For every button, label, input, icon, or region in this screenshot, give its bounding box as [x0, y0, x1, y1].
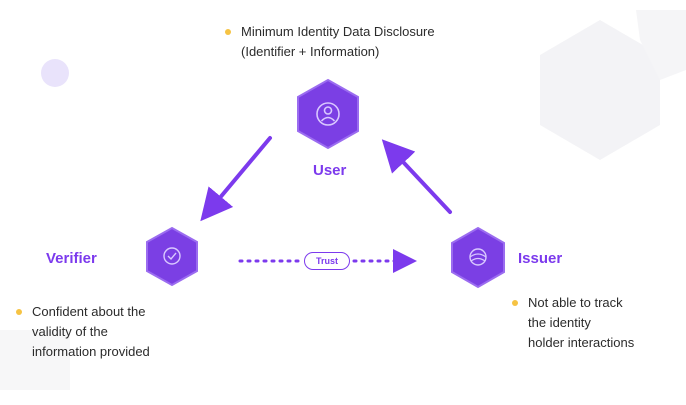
arrow-user-to-verifier: [200, 136, 272, 222]
verifier-label: Verifier: [46, 250, 97, 267]
issuer-label: Issuer: [518, 250, 563, 267]
arrow-issuer-to-user: [381, 139, 452, 214]
verifier-note: Confident about the validity of the info…: [16, 302, 150, 362]
bullet-icon: [225, 29, 231, 35]
issuer-note-line-1: Not able to track: [528, 295, 623, 310]
bullet-icon: [16, 309, 22, 315]
background-hexagon-corner: [636, 10, 686, 80]
user-note: Minimum Identity Data Disclosure (Identi…: [225, 22, 435, 62]
user-note-line-1: Minimum Identity Data Disclosure: [241, 24, 435, 39]
verifier-note-line-1: Confident about the: [32, 304, 146, 319]
trust-label: Trust: [304, 252, 350, 270]
verifier-note-line-3: information provided: [32, 344, 150, 359]
globe-icon: [469, 248, 487, 266]
user-label: User: [313, 162, 347, 179]
verifier-node: [146, 226, 198, 287]
issuer-note-line-3: holder interactions: [528, 335, 635, 350]
background-block: [0, 330, 70, 390]
issuer-note: Not able to track the identity holder in…: [512, 293, 635, 353]
background-hexagon: [540, 20, 660, 160]
issuer-note-line-2: the identity: [528, 315, 591, 330]
background-glow: [41, 59, 69, 87]
user-note-line-2: (Identifier + Information): [241, 44, 380, 59]
check-icon: [163, 247, 181, 265]
user-icon: [316, 102, 340, 126]
bullet-icon: [512, 300, 518, 306]
user-node: [297, 78, 359, 150]
verifier-note-line-2: validity of the: [32, 324, 108, 339]
issuer-node: [451, 226, 505, 289]
